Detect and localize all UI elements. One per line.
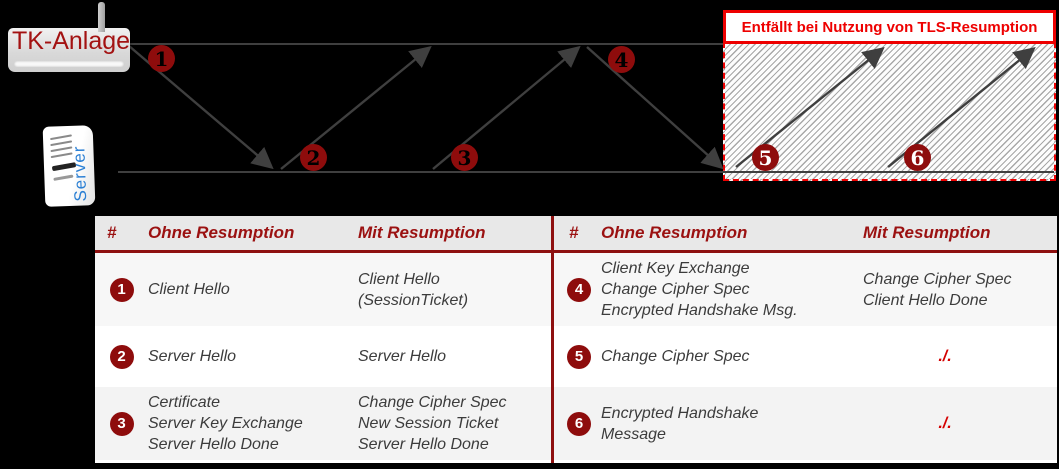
- message-flow-arrows: [118, 43, 1054, 173]
- resumption-note-box: Entfällt bei Nutzung von TLS-Resumption: [723, 10, 1056, 44]
- server-device-icon: Server: [42, 125, 96, 207]
- row-badge-2: 2: [109, 344, 134, 369]
- cell-5-ohne: Change Cipher Spec: [601, 348, 750, 365]
- row-badge-3: 3: [109, 411, 134, 436]
- step-badge-6: 6: [904, 144, 931, 171]
- row-badge-5: 5: [567, 344, 591, 369]
- cell-1-ohne: Client Hello: [148, 281, 230, 298]
- handshake-message-table: # Ohne Resumption Mit Resumption # Ohne …: [95, 216, 1057, 463]
- header-num-left: #: [107, 223, 117, 242]
- step-badge-1: 1: [148, 45, 175, 72]
- header-num-right: #: [569, 223, 579, 242]
- cell-6-mit: ./.: [938, 415, 952, 432]
- cell-4-mit: Change Cipher Spec Client Hello Done: [863, 270, 1012, 309]
- step-badge-5: 5: [752, 144, 779, 171]
- antenna-icon: [98, 2, 105, 32]
- header-ohne-right: Ohne Resumption: [601, 223, 748, 242]
- table-row: 3 Certificate Server Key Exchange Server…: [95, 387, 1057, 460]
- table-row: 2 Server Hello Server Hello 5 Change Cip…: [95, 326, 1057, 387]
- resumption-note-text: Entfällt bei Nutzung von TLS-Resumption: [741, 18, 1038, 36]
- cell-4-ohne: Client Key Exchange Change Cipher Spec E…: [601, 260, 798, 319]
- row-badge-1: 1: [109, 277, 134, 302]
- row-badge-4: 4: [567, 277, 591, 302]
- step-badge-2: 2: [300, 144, 327, 171]
- table-half-divider: [551, 216, 554, 463]
- step-badge-3: 3: [451, 144, 478, 171]
- cell-6-ohne: Encrypted Handshake Message: [601, 404, 759, 443]
- cell-2-mit: Server Hello: [358, 348, 447, 365]
- cell-3-ohne: Certificate Server Key Exchange Server H…: [148, 394, 303, 453]
- arrow-4: [586, 46, 724, 170]
- header-mit-left: Mit Resumption: [358, 223, 486, 242]
- header-ohne-left: Ohne Resumption: [148, 223, 295, 242]
- server-label: Server: [69, 145, 91, 202]
- table-row: 1 Client Hello Client Hello (SessionTick…: [95, 253, 1057, 326]
- row-badge-6: 6: [567, 411, 591, 436]
- cell-2-ohne: Server Hello: [148, 348, 237, 365]
- step-badge-4: 4: [608, 46, 635, 73]
- cell-5-mit: ./.: [938, 348, 952, 365]
- tk-anlage-device-icon: [8, 28, 130, 72]
- table-header-row: # Ohne Resumption Mit Resumption # Ohne …: [95, 216, 1057, 253]
- cell-1-mit: Client Hello (SessionTicket): [358, 270, 469, 309]
- header-mit-right: Mit Resumption: [863, 223, 991, 242]
- cell-3-mit: Change Cipher Spec New Session Ticket Se…: [358, 394, 507, 453]
- tk-anlage-label: TK-Anlage: [11, 27, 131, 55]
